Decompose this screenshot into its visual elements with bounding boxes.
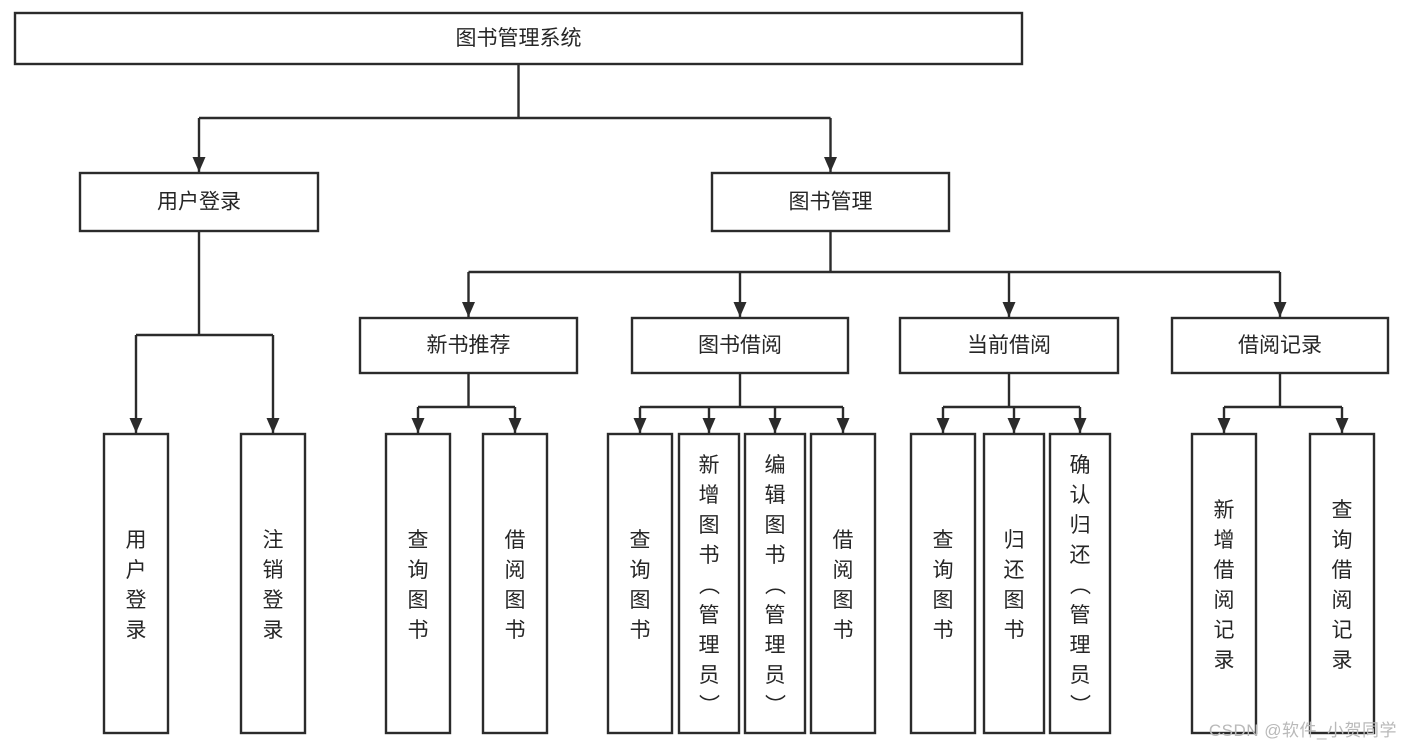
node-label-root: 图书管理系统: [456, 27, 582, 50]
node-current-query-book[interactable]: 查询图书: [909, 432, 977, 735]
l3-1-arrow-3: [836, 418, 850, 433]
node-label-current-borrow: 当前借阅: [967, 334, 1051, 357]
node-user-login-leaf[interactable]: 用户登录: [102, 432, 170, 735]
node-recommend-borrow-book[interactable]: 借阅图书: [481, 432, 549, 735]
node-label-borrow-borrow-book: 借阅图书: [833, 529, 854, 642]
node-label-borrow-query-book: 查询图书: [630, 529, 651, 642]
node-box-borrow-borrow-book[interactable]: [809, 432, 877, 735]
node-box-borrow-add-book-admin[interactable]: [677, 432, 741, 735]
l3-1-arrow-1: [702, 418, 716, 433]
node-box-record-query[interactable]: [1308, 432, 1376, 735]
node-box-borrow-query-book[interactable]: [606, 432, 674, 735]
l3-3-arrow-0: [1217, 418, 1231, 433]
node-user-logout-leaf[interactable]: 注销登录: [239, 432, 307, 735]
node-borrow-record[interactable]: 借阅记录: [1170, 316, 1390, 375]
node-label-current-confirm-return-admin: 确认归还（管理员）: [1070, 454, 1092, 717]
bm-to-l3-arrow-2: [1002, 302, 1016, 317]
bm-to-l3-arrow-3: [1273, 302, 1287, 317]
node-box-current-confirm-return-admin[interactable]: [1048, 432, 1112, 735]
node-book-management[interactable]: 图书管理: [710, 171, 951, 233]
ul-to-leaves-arrow-1: [266, 418, 280, 433]
node-current-confirm-return-admin[interactable]: 确认归还（管理员）: [1048, 432, 1112, 735]
node-new-book-recommend[interactable]: 新书推荐: [358, 316, 579, 375]
node-layer: 图书管理系统用户登录图书管理用户登录注销登录新书推荐查询图书借阅图书图书借阅查询…: [13, 11, 1390, 735]
node-label-new-book-recommend: 新书推荐: [427, 334, 511, 357]
node-label-user-login-leaf: 用户登录: [126, 529, 147, 642]
node-box-current-borrow[interactable]: [898, 316, 1120, 375]
node-label-borrow-add-book-admin: 新增图书（管理员）: [699, 454, 721, 717]
ul-to-leaves-arrow-0: [129, 418, 143, 433]
node-box-borrow-edit-book-admin[interactable]: [743, 432, 807, 735]
node-label-record-add: 新增借阅记录: [1214, 499, 1235, 672]
node-borrow-edit-book-admin[interactable]: 编辑图书（管理员）: [743, 432, 807, 735]
node-box-new-book-recommend[interactable]: [358, 316, 579, 375]
node-box-root[interactable]: [13, 11, 1024, 66]
bm-to-l3-arrow-0: [462, 302, 475, 317]
node-borrow-query-book[interactable]: 查询图书: [606, 432, 674, 735]
node-box-recommend-borrow-book[interactable]: [481, 432, 549, 735]
node-root[interactable]: 图书管理系统: [13, 11, 1024, 66]
node-label-user-login: 用户登录: [157, 191, 241, 214]
node-label-user-logout-leaf: 注销登录: [263, 529, 284, 642]
node-record-add[interactable]: 新增借阅记录: [1190, 432, 1258, 735]
node-label-borrow-edit-book-admin: 编辑图书（管理员）: [765, 454, 787, 717]
l3-0-arrow-1: [508, 418, 522, 433]
root-to-l2-arrow-0: [192, 157, 206, 172]
node-box-book-management[interactable]: [710, 171, 951, 233]
l3-1-arrow-2: [768, 418, 782, 433]
node-current-return-book[interactable]: 归还图书: [982, 432, 1046, 735]
node-box-borrow-record[interactable]: [1170, 316, 1390, 375]
node-box-current-query-book[interactable]: [909, 432, 977, 735]
l3-2-arrow-1: [1007, 418, 1021, 433]
node-label-book-borrow: 图书借阅: [698, 334, 782, 357]
node-box-book-borrow[interactable]: [630, 316, 850, 375]
node-label-current-return-book: 归还图书: [1004, 529, 1025, 642]
l3-3-arrow-1: [1335, 418, 1349, 433]
node-label-recommend-query-book: 查询图书: [408, 529, 429, 642]
node-current-borrow[interactable]: 当前借阅: [898, 316, 1120, 375]
node-label-book-management: 图书管理: [789, 191, 873, 214]
node-user-login[interactable]: 用户登录: [78, 171, 320, 233]
node-box-user-logout-leaf[interactable]: [239, 432, 307, 735]
node-label-recommend-borrow-book: 借阅图书: [505, 529, 526, 642]
node-recommend-query-book[interactable]: 查询图书: [384, 432, 452, 735]
node-label-current-query-book: 查询图书: [933, 529, 954, 642]
l3-2-arrow-0: [936, 418, 950, 433]
node-borrow-add-book-admin[interactable]: 新增图书（管理员）: [677, 432, 741, 735]
node-box-current-return-book[interactable]: [982, 432, 1046, 735]
node-label-borrow-record: 借阅记录: [1238, 334, 1322, 357]
node-borrow-borrow-book[interactable]: 借阅图书: [809, 432, 877, 735]
root-to-l2-arrow-1: [824, 157, 837, 172]
l3-1-arrow-0: [633, 418, 647, 433]
node-book-borrow[interactable]: 图书借阅: [630, 316, 850, 375]
node-box-record-add[interactable]: [1190, 432, 1258, 735]
bm-to-l3-arrow-1: [733, 302, 747, 317]
l3-2-arrow-2: [1073, 418, 1087, 433]
connector-layer: [129, 64, 1349, 433]
node-box-recommend-query-book[interactable]: [384, 432, 452, 735]
l3-0-arrow-0: [411, 418, 425, 433]
node-box-user-login-leaf[interactable]: [102, 432, 170, 735]
node-label-record-query: 查询借阅记录: [1332, 499, 1353, 672]
node-box-user-login[interactable]: [78, 171, 320, 233]
node-record-query[interactable]: 查询借阅记录: [1308, 432, 1376, 735]
